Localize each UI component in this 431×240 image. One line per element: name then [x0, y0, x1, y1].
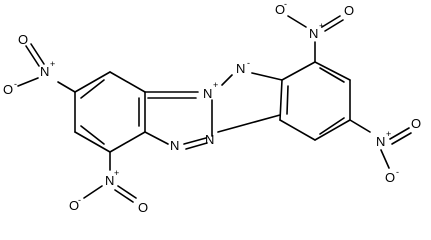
svg-text:N: N: [105, 173, 114, 188]
svg-text:N: N: [205, 132, 214, 147]
svg-text:N: N: [376, 134, 385, 149]
svg-text:+: +: [213, 80, 218, 90]
svg-text:O: O: [411, 116, 421, 131]
bond-left-upper-nitro: [57, 81, 76, 93]
nitro-group-left-lower: N + O - O: [69, 168, 148, 215]
left-benzene-ring: [74, 71, 146, 153]
svg-text:-: -: [284, 0, 287, 9]
svg-text:N: N: [40, 64, 49, 79]
right-benzene-ring: [279, 61, 351, 141]
svg-text:+: +: [50, 59, 55, 69]
nitrogen-bottom-left: N: [170, 138, 179, 153]
bridgehead-nitrogen-top: N +: [203, 80, 218, 101]
structure-canvas: N + N - N N N + O O - N + O - O N + O -: [3, 0, 421, 215]
svg-text:O: O: [18, 32, 28, 47]
molecule-diagram: N + N - N N N + O O - N + O - O N + O -: [3, 0, 421, 215]
bond-right-lower-nitro: [349, 119, 371, 133]
svg-text:+: +: [386, 129, 391, 139]
central-fused-rings: [144, 72, 283, 150]
svg-text:O: O: [344, 3, 354, 18]
svg-text:O: O: [138, 200, 148, 215]
svg-text:-: -: [78, 195, 81, 205]
svg-text:O: O: [275, 2, 285, 17]
svg-text:N: N: [236, 61, 245, 76]
svg-text:N: N: [203, 86, 212, 101]
svg-text:O: O: [3, 82, 13, 97]
nitro-group-right-lower: N + O O -: [376, 116, 421, 185]
nitro-group-left-upper: N + O O -: [3, 32, 55, 97]
svg-text:+: +: [114, 168, 119, 178]
svg-text:O: O: [385, 170, 395, 185]
svg-text:N: N: [170, 138, 179, 153]
svg-text:N: N: [309, 26, 318, 41]
svg-text:+: +: [319, 21, 324, 31]
bridgehead-nitrogen-bottom: N: [205, 132, 214, 147]
nitro-group-right-upper: N + O - O: [275, 0, 354, 41]
nitrogen-top-right: N -: [236, 58, 250, 76]
svg-text:O: O: [69, 198, 79, 213]
svg-text:-: -: [14, 79, 17, 89]
svg-text:-: -: [396, 167, 399, 177]
svg-text:-: -: [247, 58, 250, 68]
